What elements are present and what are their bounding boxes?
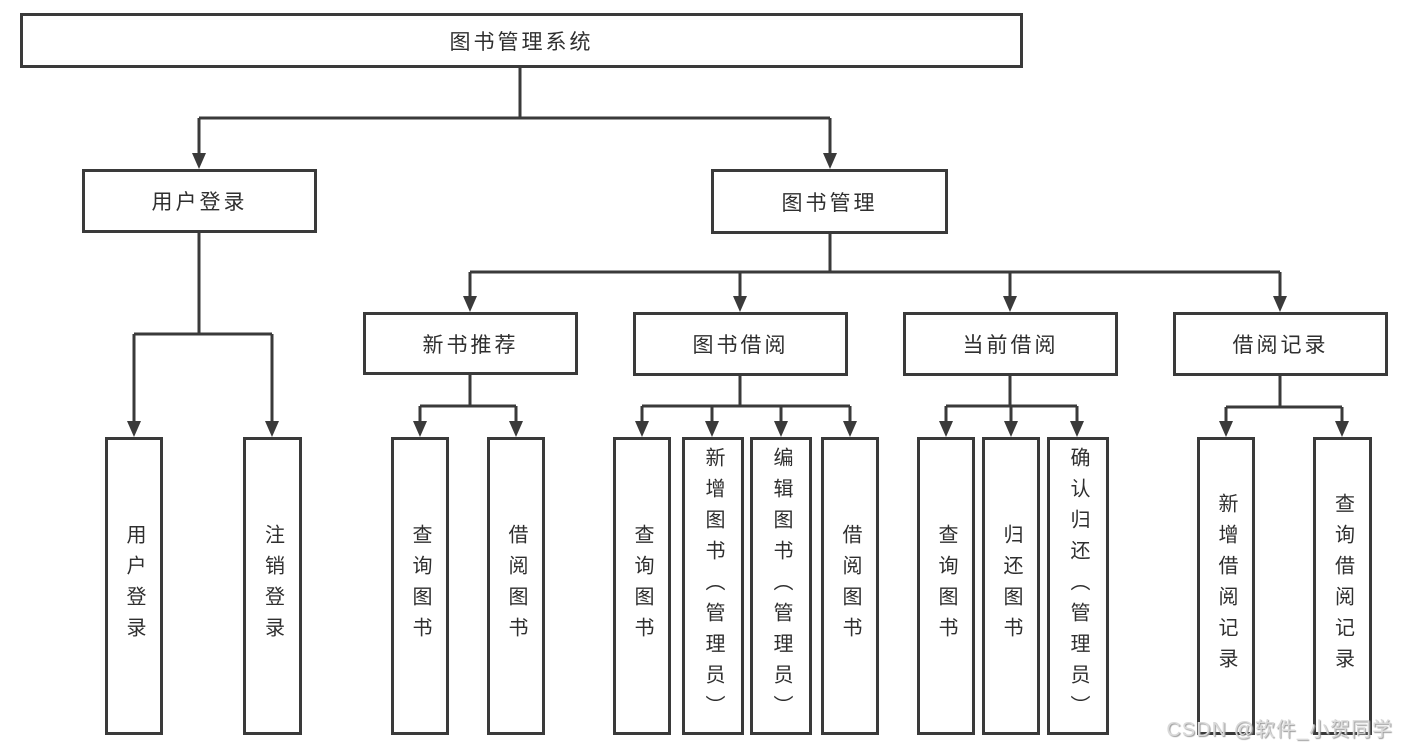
node-label: 借阅记录: [1232, 334, 1329, 357]
arrowhead-icon: [1070, 421, 1084, 437]
leaf-add-borrow-record: 新增借阅记录: [1197, 437, 1255, 735]
node-label: 查询借阅记录: [1331, 493, 1354, 679]
node-label: 当前借阅: [962, 334, 1059, 357]
node-user-login: 用户登录: [82, 169, 317, 233]
node-label: 新增借阅记录: [1215, 493, 1237, 679]
edge-root-to-level2: [197, 68, 832, 154]
leaf-borrow-books-recommend: 借阅图书: [487, 437, 545, 735]
arrowhead-icon: [1004, 421, 1018, 437]
leaf-confirm-return-admin: 确认归还（管理员）: [1047, 437, 1109, 735]
arrowhead-icon: [265, 421, 279, 437]
arrowhead-icon: [774, 421, 788, 437]
arrowhead-icon: [1003, 296, 1017, 312]
node-borrow-records: 借阅记录: [1173, 312, 1388, 376]
arrowhead-icon: [1219, 421, 1233, 437]
edge-book-borrowing-to-leaves: [640, 376, 852, 423]
arrowhead-icon: [823, 153, 837, 169]
edge-new-book-to-leaves: [418, 375, 518, 423]
node-label: 图书借阅: [692, 334, 789, 357]
leaf-borrow-books: 借阅图书: [821, 437, 879, 735]
leaf-query-books-borrowing: 查询图书: [613, 437, 671, 735]
node-label: 归还图书: [1000, 524, 1022, 648]
node-label: 编辑图书（管理员）: [770, 446, 792, 726]
node-label: 查询图书: [935, 524, 957, 648]
node-new-book-recommend: 新书推荐: [363, 312, 578, 375]
node-label: 借阅图书: [505, 524, 527, 648]
node-book-management: 图书管理: [711, 169, 948, 234]
node-label: 图书管理: [781, 191, 878, 215]
edge-user-login-to-leaves: [132, 233, 274, 423]
node-label: 查询图书: [409, 524, 431, 648]
node-current-borrowing: 当前借阅: [903, 312, 1118, 376]
arrowhead-icon: [1335, 421, 1349, 437]
csdn-watermark: CSDN @软件_小贺同学: [1166, 719, 1393, 741]
node-label: 注销登录: [261, 524, 284, 648]
leaf-query-books-recommend: 查询图书: [391, 437, 449, 735]
arrowhead-icon: [192, 153, 206, 169]
edge-current-borrowing-to-leaves: [944, 376, 1079, 423]
leaf-edit-book-admin: 编辑图书（管理员）: [750, 437, 812, 735]
leaf-logout: 注销登录: [243, 437, 302, 735]
arrowhead-icon: [843, 421, 857, 437]
leaf-query-borrow-record: 查询借阅记录: [1313, 437, 1372, 735]
arrowhead-icon: [1273, 296, 1287, 312]
node-label: 查询图书: [631, 524, 653, 648]
arrowhead-icon: [733, 296, 747, 312]
arrowhead-icon: [463, 296, 477, 312]
node-label: 确认归还（管理员）: [1067, 446, 1089, 726]
node-label: 图书管理系统: [449, 30, 594, 54]
arrowhead-icon: [509, 421, 523, 437]
node-label: 新书推荐: [422, 333, 519, 357]
leaf-user-login: 用户登录: [105, 437, 163, 735]
node-book-borrowing: 图书借阅: [633, 312, 848, 376]
leaf-query-books-current: 查询图书: [917, 437, 975, 735]
node-label: 用户登录: [151, 191, 248, 214]
arrowhead-icon: [635, 421, 649, 437]
node-label: 新增图书（管理员）: [702, 446, 724, 726]
leaf-return-book: 归还图书: [982, 437, 1040, 735]
arrowhead-icon: [705, 421, 719, 437]
node-label: 用户登录: [123, 524, 145, 648]
edge-book-management-to-level3: [468, 234, 1282, 298]
edge-borrow-records-to-leaves: [1224, 376, 1344, 423]
node-label: 借阅图书: [839, 524, 861, 648]
arrowhead-icon: [127, 421, 141, 437]
arrowhead-icon: [939, 421, 953, 437]
leaf-add-book-admin: 新增图书（管理员）: [682, 437, 744, 735]
node-root-library-system: 图书管理系统: [20, 13, 1023, 68]
arrowhead-icon: [413, 421, 427, 437]
